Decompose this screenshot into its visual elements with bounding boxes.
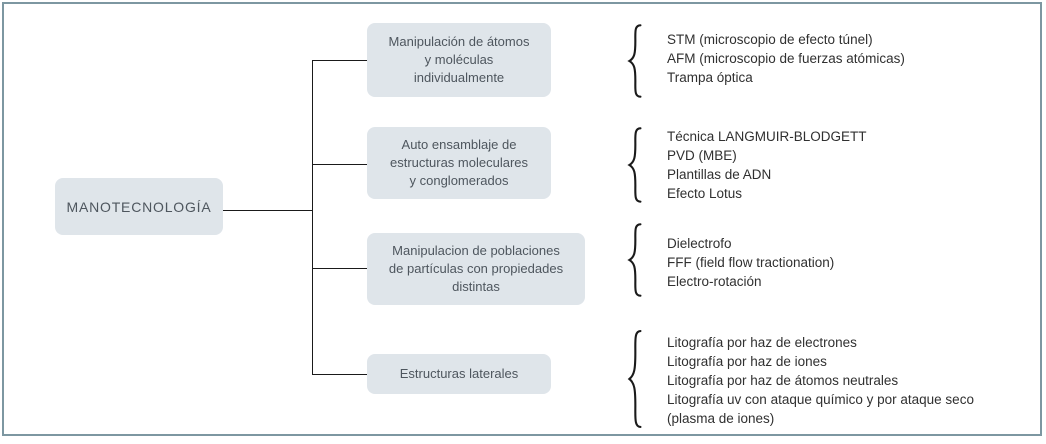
list-item: FFF (field flow tractionation) xyxy=(667,255,835,270)
root-node-label: MANOTECNOLOGÍA xyxy=(66,198,212,215)
technique-list-auto-ensamblaje: Técnica LANGMUIR-BLODGETT PVD (MBE) Plan… xyxy=(667,127,867,203)
list-item: Trampa óptica xyxy=(667,70,753,85)
connector-branch-4 xyxy=(312,374,367,375)
technique-list-estructuras-laterales: Litografía por haz de electrones Litogra… xyxy=(667,333,1015,428)
branch-box-line: y moléculas xyxy=(424,52,494,67)
list-item: Litografía por haz de electrones xyxy=(667,335,857,350)
branch-box-line: y conglomerados xyxy=(409,173,509,188)
branch-box-line: de partículas con propiedades xyxy=(388,261,564,276)
connector-branch-2 xyxy=(312,164,367,165)
branch-box-line: Auto ensamblaje de xyxy=(401,137,517,152)
branch-box-manipulacion-atomos: Manipulación de átomos y moléculas indiv… xyxy=(367,23,551,97)
branch-box-auto-ensamblaje: Auto ensamblaje de estructuras molecular… xyxy=(367,127,551,199)
curly-brace-icon xyxy=(626,222,643,298)
list-item: PVD (MBE) xyxy=(667,148,737,163)
branch-box-line: individualmente xyxy=(413,70,505,85)
branch-box-line: Manipulación de átomos xyxy=(388,34,530,49)
connector-root-line xyxy=(223,210,312,211)
curly-brace-icon xyxy=(626,23,643,99)
branch-box-line: Estructuras laterales xyxy=(399,366,519,381)
technique-list-manipulacion-poblaciones: Dielectrofo FFF (field flow tractionatio… xyxy=(667,234,834,291)
branch-box-line: estructuras moleculares xyxy=(390,155,528,170)
branch-box-estructuras-laterales: Estructuras laterales xyxy=(367,354,551,394)
curly-brace-icon xyxy=(626,328,643,430)
list-item: Electro-rotación xyxy=(667,274,762,289)
list-item: Técnica LANGMUIR-BLODGETT xyxy=(667,129,867,144)
branch-box-line: distintas xyxy=(452,279,500,294)
curly-brace-icon xyxy=(626,126,643,204)
list-item: Litografía por haz de iones xyxy=(667,354,827,369)
technique-list-manipulacion-atomos: STM (microscopio de efecto túnel) AFM (m… xyxy=(667,30,905,87)
list-item: Plantillas de ADN xyxy=(667,167,772,182)
connector-trunk-line xyxy=(312,60,313,375)
branch-box-manipulacion-poblaciones: Manipulacion de poblaciones de partícula… xyxy=(367,233,585,305)
root-node-manotecnologia: MANOTECNOLOGÍA xyxy=(55,178,223,235)
list-item: Efecto Lotus xyxy=(667,186,743,201)
connector-branch-1 xyxy=(312,60,367,61)
list-item: Dielectrofo xyxy=(667,236,732,251)
list-item: STM (microscopio de efecto túnel) xyxy=(667,32,873,47)
branch-box-line: Manipulacion de poblaciones xyxy=(392,243,560,258)
list-item: Litografía uv con ataque químico y por a… xyxy=(667,392,974,426)
list-item: AFM (microscopio de fuerzas atómicas) xyxy=(667,51,905,66)
connector-branch-3 xyxy=(312,268,367,269)
list-item: Litografía por haz de átomos neutrales xyxy=(667,373,899,388)
